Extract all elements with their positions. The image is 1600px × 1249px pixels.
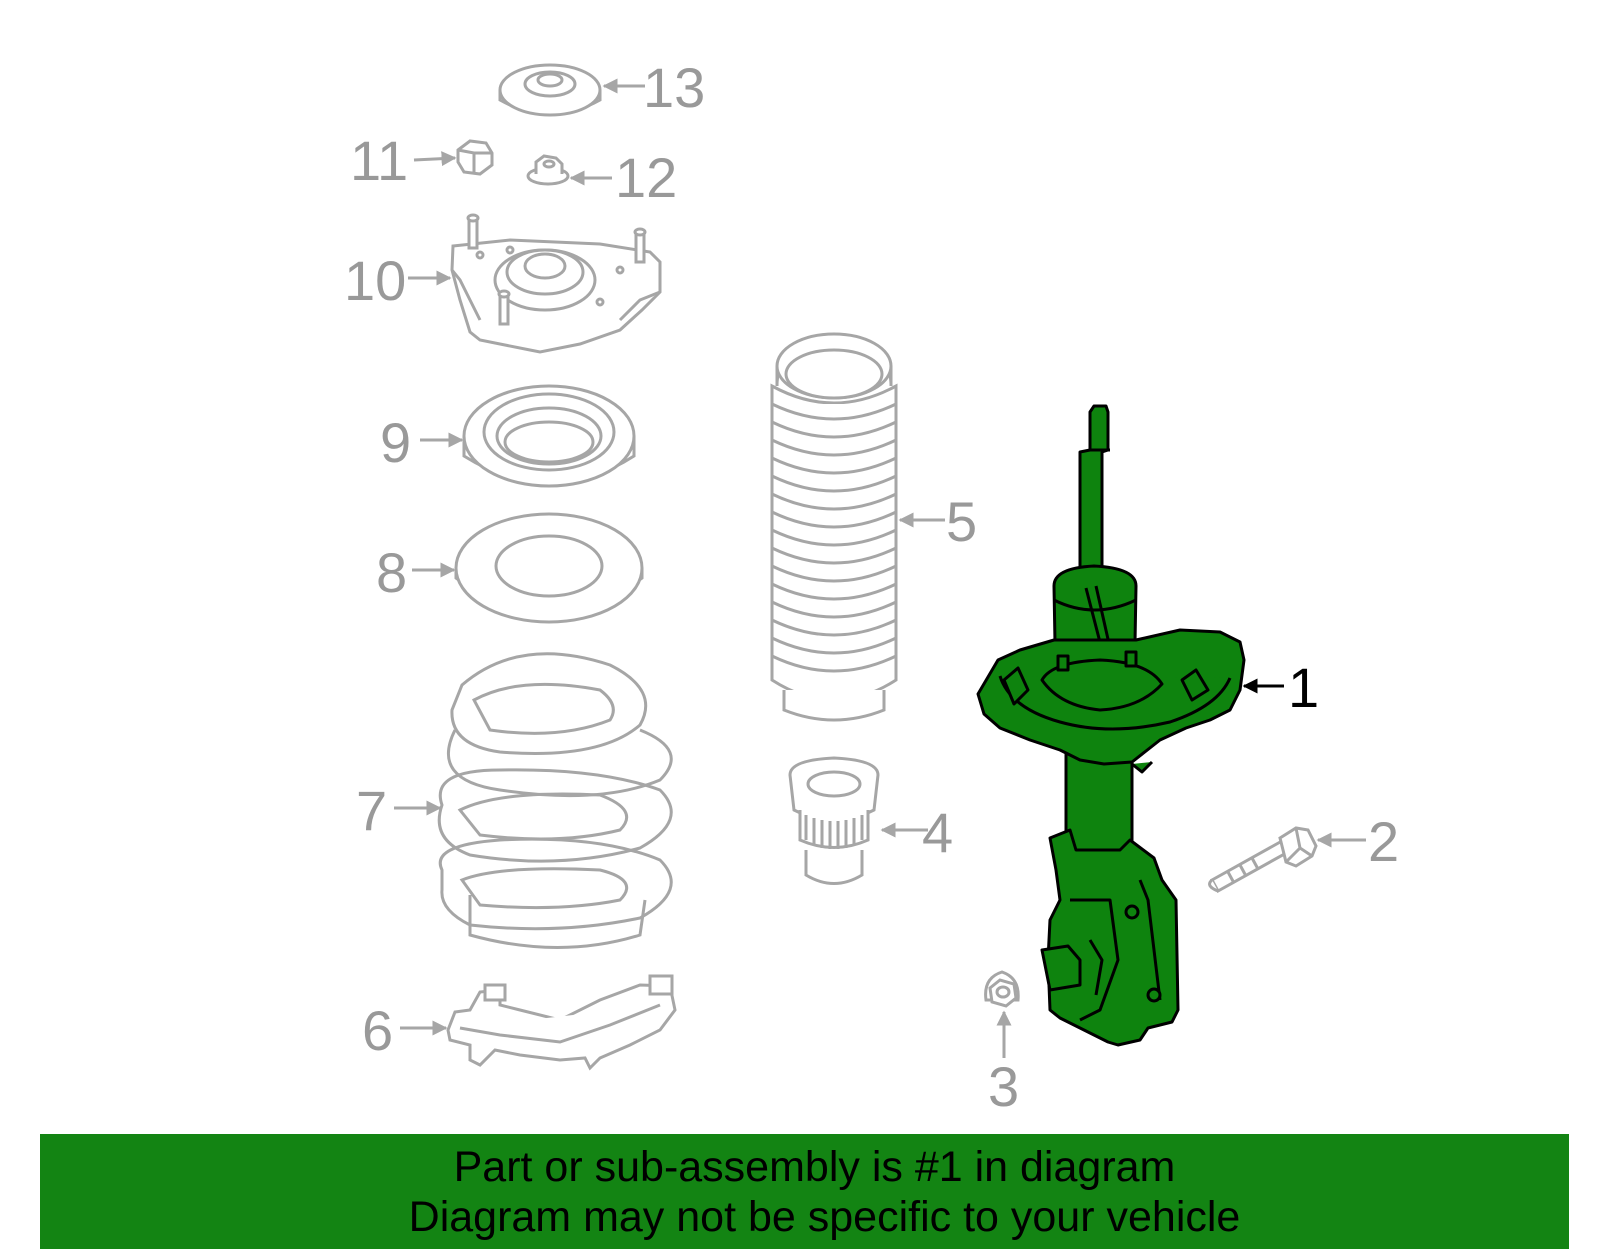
banner-line-2: Diagram may not be specific to your vehi… (408, 1192, 1241, 1241)
notice-banner: Part or sub-assembly is #1 in diagram Di… (40, 1134, 1569, 1249)
part-3-flange-nut[interactable] (984, 970, 1020, 1008)
part-6-bracket[interactable] (446, 974, 677, 1071)
callout-3: 3 (988, 1055, 1019, 1118)
callout-1: 1 (1288, 656, 1319, 719)
part-2-bolt[interactable] (1208, 826, 1318, 894)
part-8-spring-seat[interactable] (454, 512, 644, 624)
callout-4: 4 (922, 801, 953, 864)
callout-9: 9 (380, 411, 411, 474)
callout-13: 13 (643, 56, 705, 119)
part-1-strut-assembly[interactable] (976, 404, 1246, 1047)
part-11-nut[interactable] (456, 139, 494, 176)
callout-2: 2 (1368, 810, 1399, 873)
part-4-bump-stop[interactable] (788, 756, 880, 885)
part-7-coil-spring[interactable] (437, 652, 673, 949)
leader-lines (394, 78, 1366, 1058)
callout-5: 5 (946, 490, 977, 553)
callout-8: 8 (376, 541, 407, 604)
part-9-bearing[interactable] (462, 384, 636, 488)
callout-12: 12 (615, 146, 677, 209)
callout-10: 10 (344, 249, 406, 312)
callout-labels: 13 11 12 10 9 8 7 6 5 4 2 3 1 (344, 56, 1399, 1118)
part-10-upper-mount[interactable] (450, 213, 662, 354)
part-12-flange-nut[interactable] (526, 154, 570, 186)
part-13-mount-cap[interactable] (498, 63, 602, 117)
part-5-dust-boot[interactable] (770, 332, 898, 722)
callout-7: 7 (356, 779, 387, 842)
parts-diagram: 13 11 12 10 9 8 7 6 5 4 2 3 1 (344, 56, 1399, 1118)
callout-11: 11 (350, 129, 408, 192)
banner-line-1: Part or sub-assembly is #1 in diagram (453, 1142, 1176, 1191)
callout-6: 6 (362, 999, 393, 1062)
